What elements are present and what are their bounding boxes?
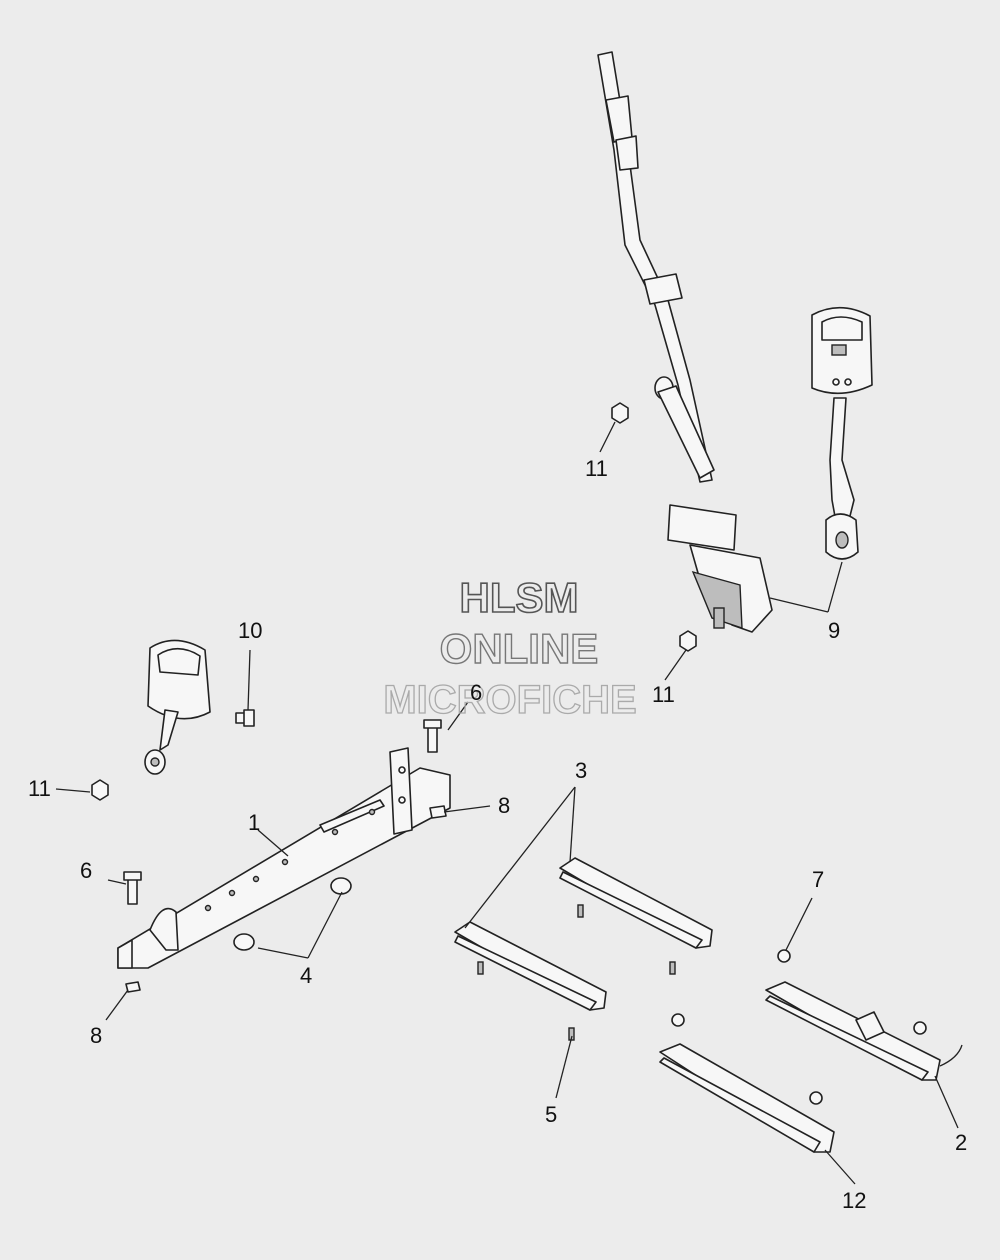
- callout-8a: 8: [498, 793, 510, 818]
- callout-11c: 11: [652, 682, 675, 707]
- callouts: 1 2 3 4 5 6 6 7 8 8 9 10 11 11 11 12: [28, 456, 967, 1213]
- leader-lines: [55, 421, 959, 1185]
- callout-8b: 8: [90, 1023, 102, 1048]
- callout-2: 2: [955, 1130, 967, 1155]
- callout-1: 1: [248, 810, 260, 835]
- left-belt-buckle: [144, 639, 211, 775]
- watermark: HLSM ONLINE MICROFICHE: [383, 573, 638, 722]
- seat-belt-strap: [597, 51, 773, 633]
- hardware: [91, 402, 927, 1105]
- callout-11a: 11: [28, 776, 51, 801]
- callout-4: 4: [300, 963, 312, 988]
- slide-rail-with-lever: [765, 981, 963, 1081]
- callout-5: 5: [545, 1102, 557, 1127]
- seat-belt-buckle: [811, 306, 873, 560]
- callout-7: 7: [812, 867, 824, 892]
- watermark-line3: MICROFICHE: [383, 678, 636, 722]
- callout-6b: 6: [470, 680, 482, 705]
- callout-11b: 11: [585, 456, 608, 481]
- lower-rail: [659, 1043, 835, 1153]
- seat-frame-rail: [117, 747, 451, 969]
- callout-10: 10: [238, 618, 262, 643]
- watermark-line2: ONLINE: [440, 625, 599, 672]
- callout-6a: 6: [80, 858, 92, 883]
- callout-9: 9: [828, 618, 840, 643]
- seat-rails: [454, 857, 713, 1011]
- callout-3: 3: [575, 758, 587, 783]
- watermark-line1: HLSM: [460, 574, 579, 621]
- callout-12: 12: [842, 1188, 866, 1213]
